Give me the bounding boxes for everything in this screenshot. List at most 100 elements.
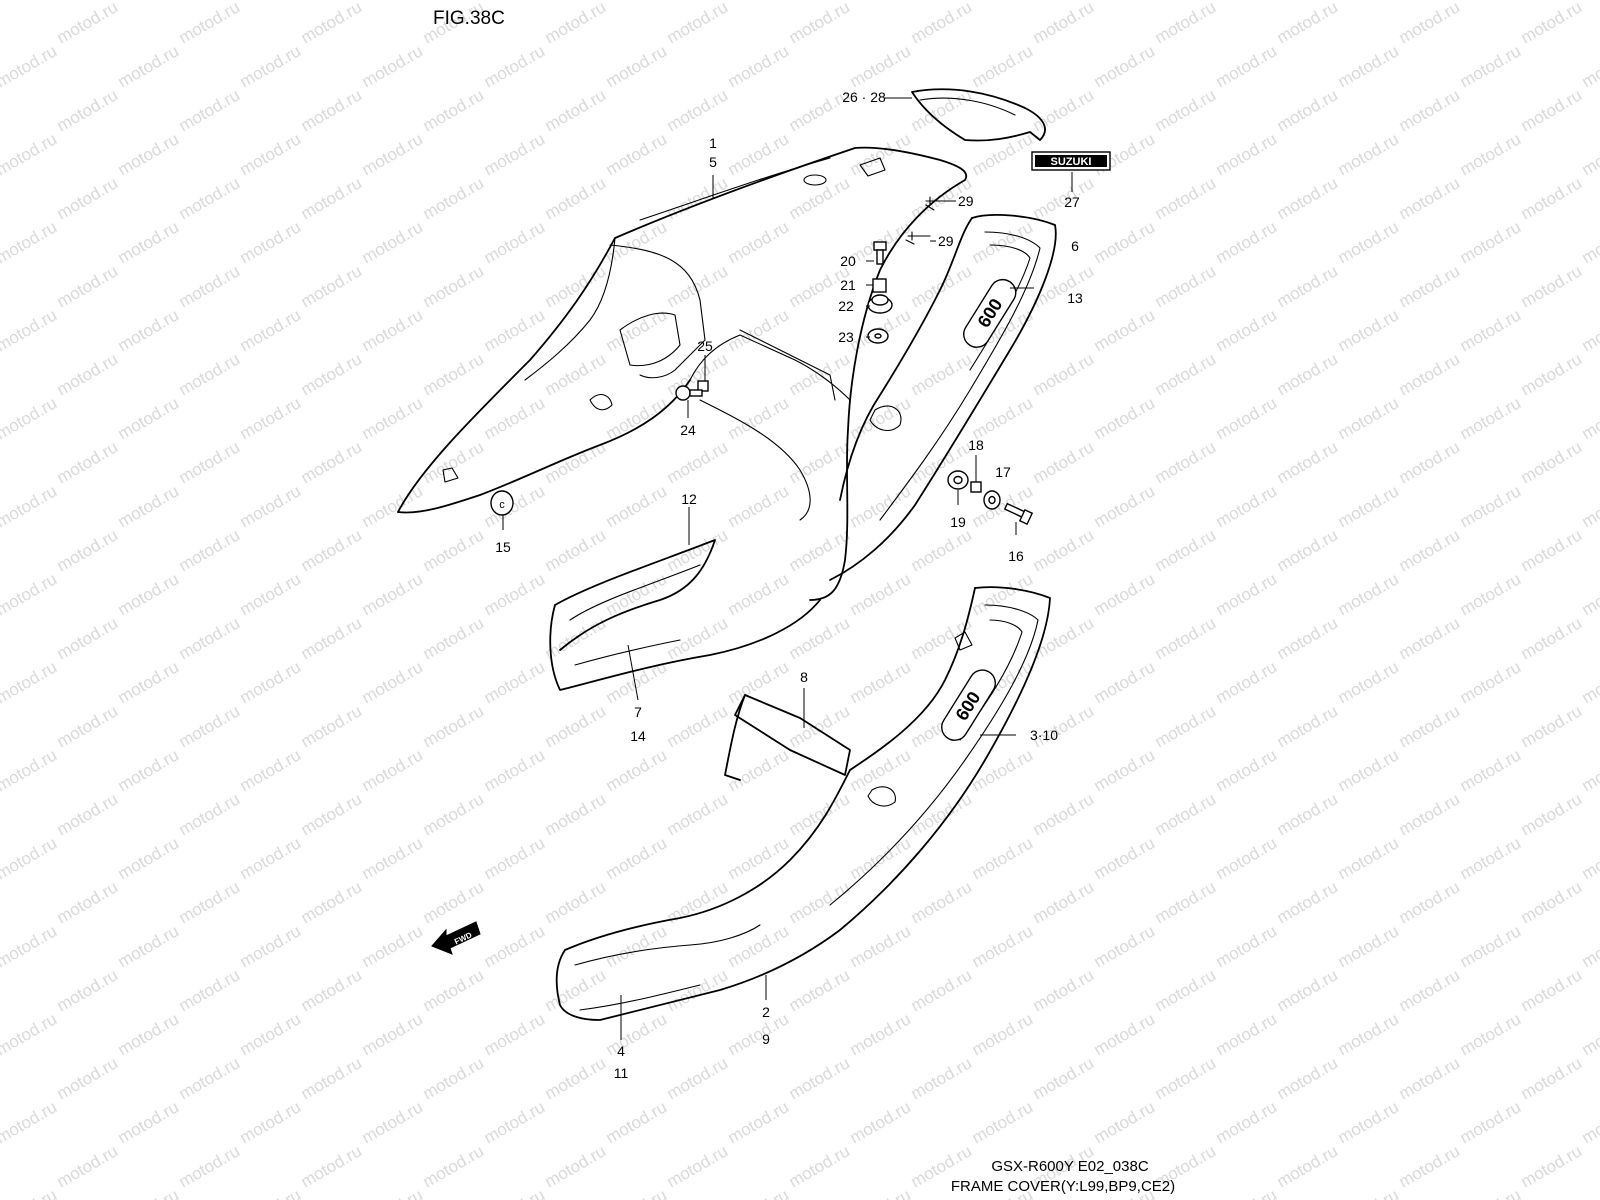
watermark-text: motod.ru [603,41,671,91]
watermark-text: motod.ru [0,217,60,267]
watermark-text: motod.ru [1274,261,1342,311]
watermark-text: motod.ru [1274,437,1342,487]
watermark-text: motod.ru [298,85,366,135]
watermark-text: motod.ru [603,481,671,531]
watermark-text: motod.ru [908,613,976,663]
watermark-text: motod.ru [1518,701,1586,751]
watermark-text: motod.ru [298,349,366,399]
watermark-text: motod.ru [1518,261,1586,311]
watermark-text: motod.ru [176,613,244,663]
watermark-text: motod.ru [176,261,244,311]
watermark-text: motod.ru [115,1009,183,1059]
callout-17: 17 [995,464,1011,480]
tail-cowl-drawing [911,88,1046,142]
watermark-text: motod.ru [115,305,183,355]
watermark-text: motod.ru [725,1097,793,1147]
watermark-text: motod.ru [115,657,183,707]
callout-16: 16 [1008,548,1024,564]
watermark-text: motod.ru [0,129,60,179]
watermark-text: motod.ru [420,173,488,223]
watermark-text: motod.ru [0,1097,60,1147]
watermark-text: motod.ru [54,965,122,1015]
watermark-text: motod.ru [1335,1009,1403,1059]
watermark-text: motod.ru [1152,349,1220,399]
watermark-text: motod.ru [237,833,305,883]
callout-13: 13 [1067,290,1083,306]
fwd-arrow-icon: FWD [431,921,481,955]
watermark-text: motod.ru [847,0,915,3]
watermark-text: motod.ru [1030,0,1098,47]
watermark-text: motod.ru [786,701,854,751]
watermark-text: motod.ru [1213,41,1281,91]
watermark-text: motod.ru [1396,437,1464,487]
watermark-text: motod.ru [176,877,244,927]
watermark-text: motod.ru [1396,349,1464,399]
watermark-text: motod.ru [1518,613,1586,663]
figure-label: FIG.38C [433,8,505,29]
watermark-text: motod.ru [1213,305,1281,355]
callout-2: 2 [762,1004,770,1020]
watermark-text: motod.ru [847,481,915,531]
watermark-text: motod.ru [359,833,427,883]
watermark-text: motod.ru [847,1097,915,1147]
watermark-text: motod.ru [1579,921,1600,971]
watermark-text: motod.ru [481,569,549,619]
watermark-text: motod.ru [1579,1185,1600,1200]
watermark-text: motod.ru [542,965,610,1015]
watermark-text: motod.ru [176,0,244,47]
watermark-text: motod.ru [0,305,60,355]
watermark-text: motod.ru [237,305,305,355]
suzuki-emblem: SUZUKI [1031,151,1111,171]
watermark-text: motod.ru [54,261,122,311]
watermark-text: motod.ru [847,41,915,91]
watermark-text: motod.ru [115,569,183,619]
watermark-text: motod.ru [1457,745,1525,795]
watermark-text: motod.ru [1457,217,1525,267]
watermark-text: motod.ru [542,701,610,751]
watermark-text: motod.ru [1457,1097,1525,1147]
watermark-text: motod.ru [1335,569,1403,619]
watermark-text: motod.ru [725,129,793,179]
leader-lines [502,97,1073,1040]
watermark-text: motod.ru [1457,569,1525,619]
watermark-text: motod.ru [1091,1009,1159,1059]
watermark-text: motod.ru [908,85,976,135]
watermark-text: motod.ru [1457,657,1525,707]
watermark-text: motod.ru [0,833,60,883]
watermark-text: motod.ru [847,1185,915,1200]
watermark-text: motod.ru [481,657,549,707]
watermark-text: motod.ru [1213,393,1281,443]
watermark-text: motod.ru [115,745,183,795]
watermark-text: motod.ru [481,745,549,795]
watermark-text: motod.ru [664,261,732,311]
watermark-text: motod.ru [1518,965,1586,1015]
watermark-text: motod.ru [359,1185,427,1200]
watermark-text: motod.ru [1274,789,1342,839]
watermark-text: motod.ru [1396,789,1464,839]
watermark-text: motod.ru [237,569,305,619]
watermark-text: motod.ru [481,305,549,355]
watermark-text: motod.ru [176,1053,244,1103]
watermark-text: motod.ru [0,0,60,3]
callout-3-10: 3·10 [1030,727,1058,743]
watermark-text: motod.ru [1091,1097,1159,1147]
callout-9: 9 [762,1031,770,1047]
watermark-text: motod.ru [0,569,60,619]
watermark-text: motod.ru [420,261,488,311]
watermark-text: motod.ru [1152,0,1220,47]
watermark-text: motod.ru [298,437,366,487]
callout-24: 24 [680,422,696,438]
watermark-text: motod.ru [786,437,854,487]
watermark-text: motod.ru [725,217,793,267]
watermark-text: motod.ru [54,437,122,487]
watermark-text: motod.ru [54,173,122,223]
watermark-text: motod.ru [664,85,732,135]
callout-21: 21 [840,277,856,293]
watermark-text: motod.ru [1213,129,1281,179]
watermark-text: motod.ru [1030,789,1098,839]
watermark-text: motod.ru [908,1053,976,1103]
watermark-text: motod.ru [54,1053,122,1103]
callout-11: 11 [614,1065,629,1081]
watermark-text: motod.ru [176,525,244,575]
watermark-text: motod.ru [1274,965,1342,1015]
